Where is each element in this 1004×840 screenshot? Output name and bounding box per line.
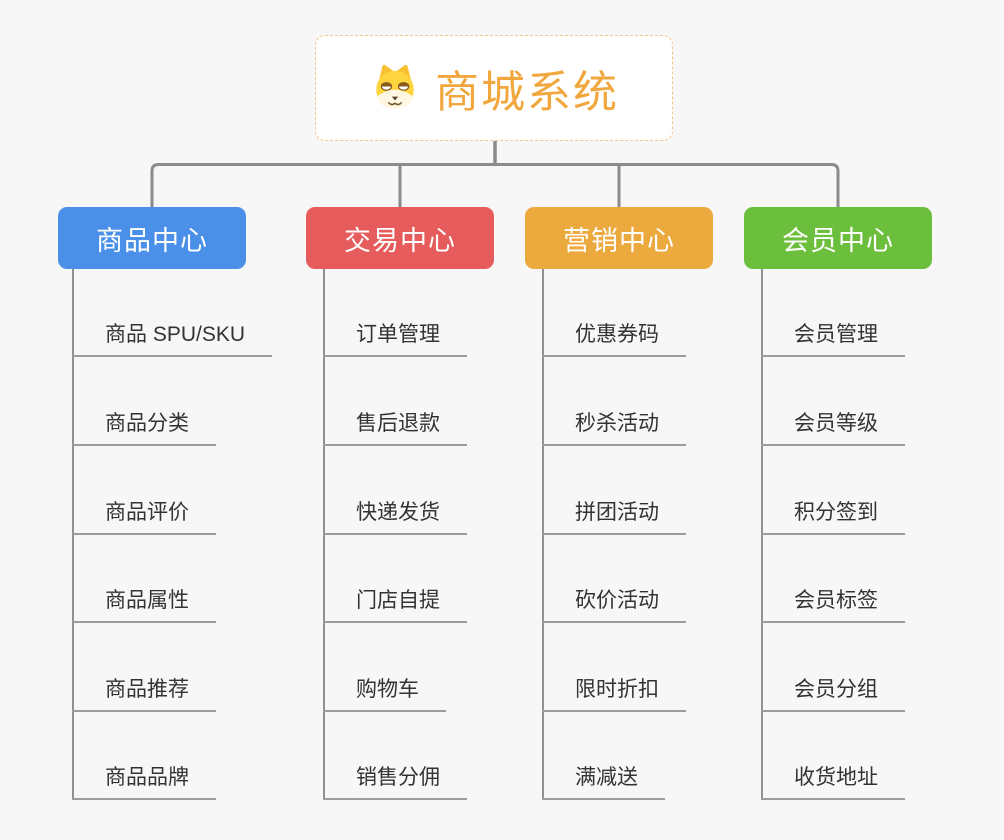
leaf-node-member-tag[interactable]: 会员标签 <box>761 590 905 623</box>
branch-label: 营销中心 <box>563 225 675 256</box>
leaf-node-product-spu-sku[interactable]: 商品 SPU/SKU <box>72 324 273 357</box>
branch-node-trade-center[interactable]: 交易中心 <box>306 207 494 269</box>
branch-label: 商品中心 <box>96 225 208 256</box>
leaf-node-aftersale-refund[interactable]: 售后退款 <box>323 413 467 446</box>
leaf-node-sales-commission[interactable]: 销售分佣 <box>323 767 467 800</box>
leaf-node-points-checkin[interactable]: 积分签到 <box>761 502 905 535</box>
branch-node-marketing-center[interactable]: 营销中心 <box>525 207 713 269</box>
leaf-node-order-management[interactable]: 订单管理 <box>323 324 467 357</box>
root-node[interactable]: 商城系统 <box>315 35 673 141</box>
branch-node-member-center[interactable]: 会员中心 <box>744 207 932 269</box>
leaf-node-shopping-cart[interactable]: 购物车 <box>323 679 446 712</box>
leaf-node-member-group[interactable]: 会员分组 <box>761 679 905 712</box>
dog-face-icon <box>376 64 414 109</box>
leaf-node-shipping-address[interactable]: 收货地址 <box>761 767 905 800</box>
branch-label: 交易中心 <box>344 225 456 256</box>
leaf-node-product-review[interactable]: 商品评价 <box>72 502 216 535</box>
leaf-node-product-recommend[interactable]: 商品推荐 <box>72 679 216 712</box>
leaf-node-flash-sale[interactable]: 秒杀活动 <box>542 413 686 446</box>
root-title: 商城系统 <box>435 68 619 117</box>
branch-label: 会员中心 <box>782 225 894 256</box>
leaf-node-group-buy[interactable]: 拼团活动 <box>542 502 686 535</box>
leaf-node-product-category[interactable]: 商品分类 <box>72 413 216 446</box>
leaf-node-limited-discount[interactable]: 限时折扣 <box>542 679 686 712</box>
leaf-node-express-delivery[interactable]: 快递发货 <box>323 502 467 535</box>
leaf-node-member-level[interactable]: 会员等级 <box>761 413 905 446</box>
leaf-node-coupon-code[interactable]: 优惠券码 <box>542 324 686 357</box>
leaf-node-member-management[interactable]: 会员管理 <box>761 324 905 357</box>
leaf-node-bargain-activity[interactable]: 砍价活动 <box>542 590 686 623</box>
leaf-node-product-brand[interactable]: 商品品牌 <box>72 767 216 800</box>
leaf-node-full-reduction[interactable]: 满减送 <box>542 767 665 800</box>
leaf-node-product-attribute[interactable]: 商品属性 <box>72 590 216 623</box>
leaf-node-store-pickup[interactable]: 门店自提 <box>323 590 467 623</box>
branch-node-product-center[interactable]: 商品中心 <box>58 207 246 269</box>
